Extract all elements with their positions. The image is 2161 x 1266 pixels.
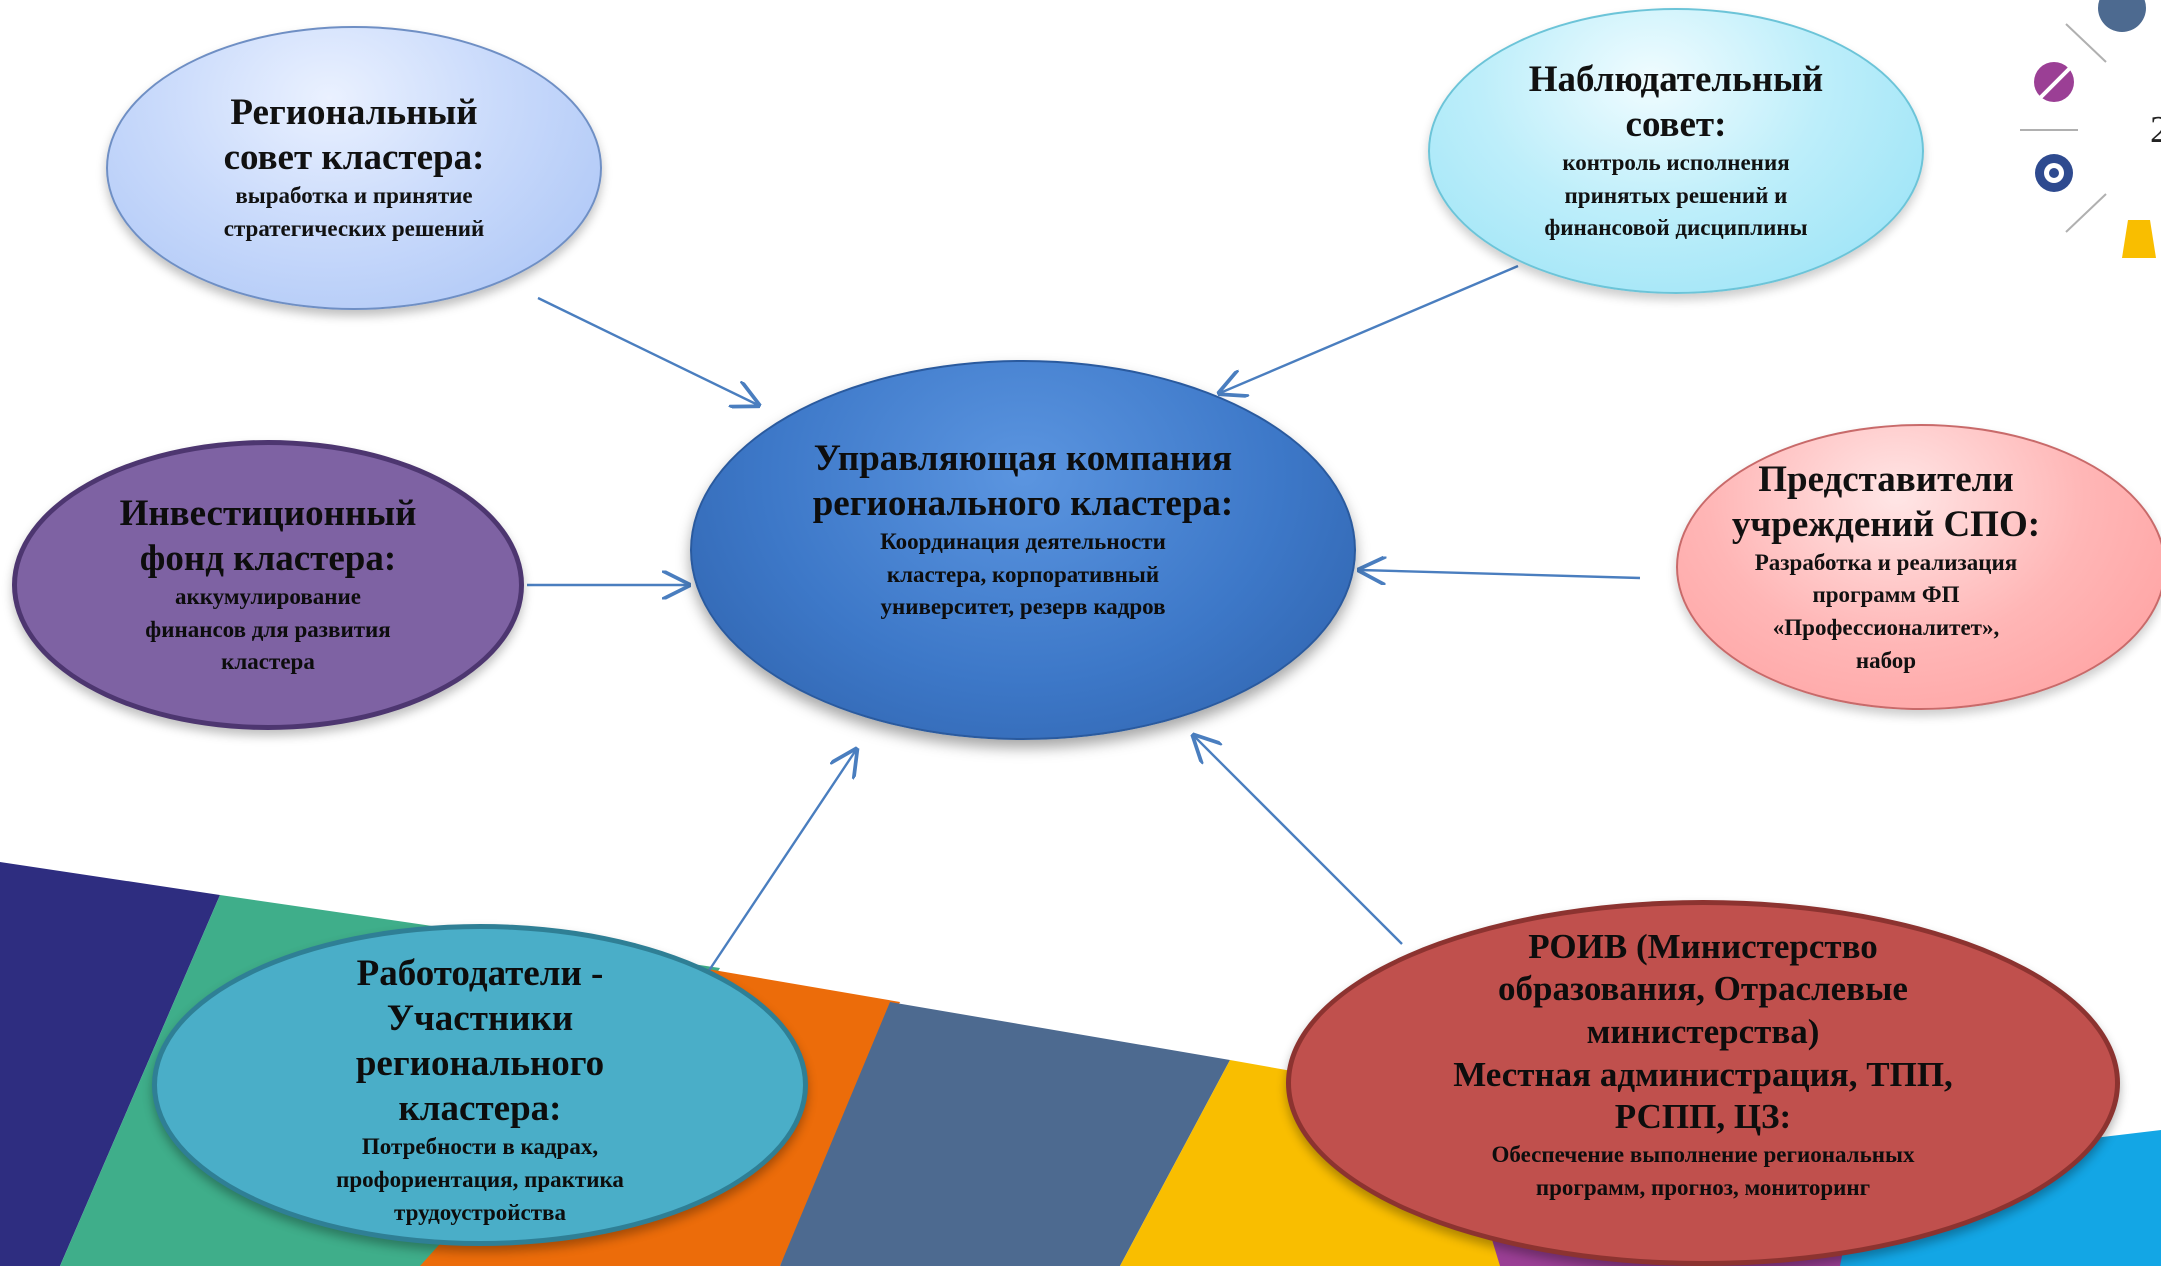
regional-council-title: Региональный совет кластера: [223,92,485,179]
diagonal-divider-1 [2065,23,2107,63]
managing-company-title: Управляющая компания регионального класт… [812,437,1234,525]
investment-fund-title: Инвестиционный фонд кластера: [119,492,417,580]
managing-company-description: Координация деятельности кластера, корпо… [880,529,1166,620]
diagonal-divider-2 [2065,193,2107,233]
page-number-fragment: 2 [2150,109,2161,151]
slate-dot-icon [2098,0,2146,32]
target-icon-center [2049,168,2059,178]
node-managing-company: Управляющая компания регионального класт… [690,360,1356,740]
spo-representatives-title: Представители учреждений СПО: [1731,458,2041,545]
band-slate [780,1002,1230,1266]
roiv-description: Обеспечение выполнение региональных прог… [1491,1142,1915,1200]
supervisory-board-title: Наблюдательный совет: [1528,58,1824,146]
employers-title: Работодатели - Участники регионального к… [355,952,605,1130]
roiv-title: РОИВ (Министерство образования, Отраслев… [1453,926,1953,1137]
band-navy [0,862,220,1266]
decorative-icons-column: 2 [2020,0,2161,258]
regional-council-description: выработка и принятие стратегических реше… [223,183,485,242]
node-spo-representatives: Представители учреждений СПО: Разработка… [1676,424,2161,710]
employers-description: Потребности в кадрах, профориентация, пр… [336,1134,624,1225]
slash-mark [2038,66,2072,100]
supervisory-board-description: контроль исполнения принятых решений и ф… [1544,150,1808,241]
yellow-bookmark-icon [2122,220,2156,258]
investment-fund-description: аккумулирование финансов для развития кл… [145,584,391,675]
node-investment-fund: Инвестиционный фонд кластера: аккумулиро… [12,440,524,730]
spo-representatives-description: Разработка и реализация программ ФП «Про… [1754,549,2018,673]
node-employers: Работодатели - Участники регионального к… [152,924,808,1246]
node-roiv: РОИВ (Министерство образования, Отраслев… [1286,900,2120,1266]
node-supervisory-board: Наблюдательный совет: контроль исполнени… [1428,8,1924,294]
node-regional-council: Региональный совет кластера: выработка и… [106,26,602,310]
